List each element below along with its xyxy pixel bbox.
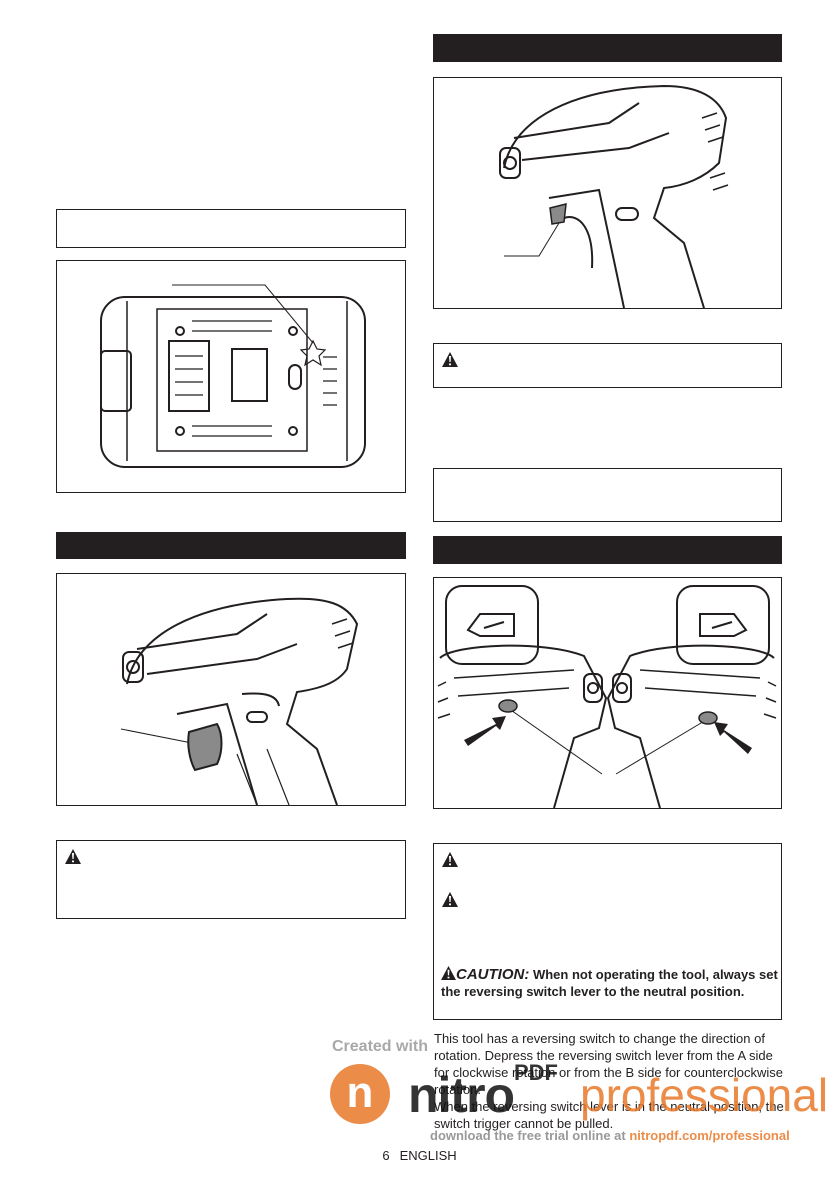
reversing-switch-illustration bbox=[437, 585, 777, 808]
warning-box-right-top bbox=[433, 343, 782, 388]
section-bar-right-top bbox=[433, 34, 782, 62]
warning-triangle-icon bbox=[442, 352, 458, 367]
caution-text: When not operating the tool, always set … bbox=[441, 967, 778, 999]
note-box-left-top bbox=[56, 209, 406, 248]
lamp-illustration bbox=[499, 84, 729, 308]
nitro-logo-icon: n bbox=[330, 1064, 390, 1124]
reversing-switch-text: This tool has a reversing switch to chan… bbox=[434, 1030, 784, 1132]
warning-triangle-icon bbox=[442, 852, 458, 867]
watermark-created-with: Created with bbox=[332, 1038, 429, 1055]
watermark-edition: professional bbox=[580, 1069, 829, 1121]
figure-switch-trigger bbox=[56, 573, 406, 806]
watermark-download-prefix: download the free trial online at bbox=[430, 1128, 630, 1143]
caution-statement: CAUTION: When not operating the tool, al… bbox=[441, 966, 781, 1000]
switch-trigger-illustration bbox=[120, 597, 359, 805]
caution-box bbox=[433, 843, 782, 1020]
nitro-logo-letter: n bbox=[346, 1068, 374, 1117]
warning-triangle-icon bbox=[442, 892, 458, 907]
note-box-right bbox=[433, 468, 782, 522]
page-number: 6 bbox=[382, 1148, 390, 1163]
section-bar-left bbox=[56, 532, 406, 559]
watermark-download: download the free trial online at nitrop… bbox=[430, 1128, 790, 1143]
paragraph: When the reversing switch lever is in th… bbox=[434, 1099, 784, 1131]
watermark-brand-suffix: PDF bbox=[514, 1060, 558, 1085]
watermark-brand: nitro bbox=[408, 1067, 515, 1123]
watermark-download-url[interactable]: nitropdf.com/professional bbox=[629, 1128, 790, 1143]
warning-triangle-icon bbox=[65, 849, 81, 864]
page-footer: 6 ENGLISH bbox=[0, 1148, 839, 1163]
figure-lamp bbox=[433, 77, 782, 309]
warning-box-left bbox=[56, 840, 406, 919]
figure-reversing-switch bbox=[433, 577, 782, 809]
figure-battery-cartridge bbox=[56, 260, 406, 493]
battery-cartridge-illustration bbox=[100, 284, 366, 468]
page-language: ENGLISH bbox=[399, 1148, 457, 1163]
caution-label: CAUTION: bbox=[456, 966, 530, 983]
nitro-watermark: Created with n nitro PDF professional do… bbox=[330, 1038, 830, 1148]
paragraph: This tool has a reversing switch to chan… bbox=[434, 1031, 783, 1097]
warning-triangle-icon bbox=[441, 966, 456, 980]
section-bar-right-mid bbox=[433, 536, 782, 564]
